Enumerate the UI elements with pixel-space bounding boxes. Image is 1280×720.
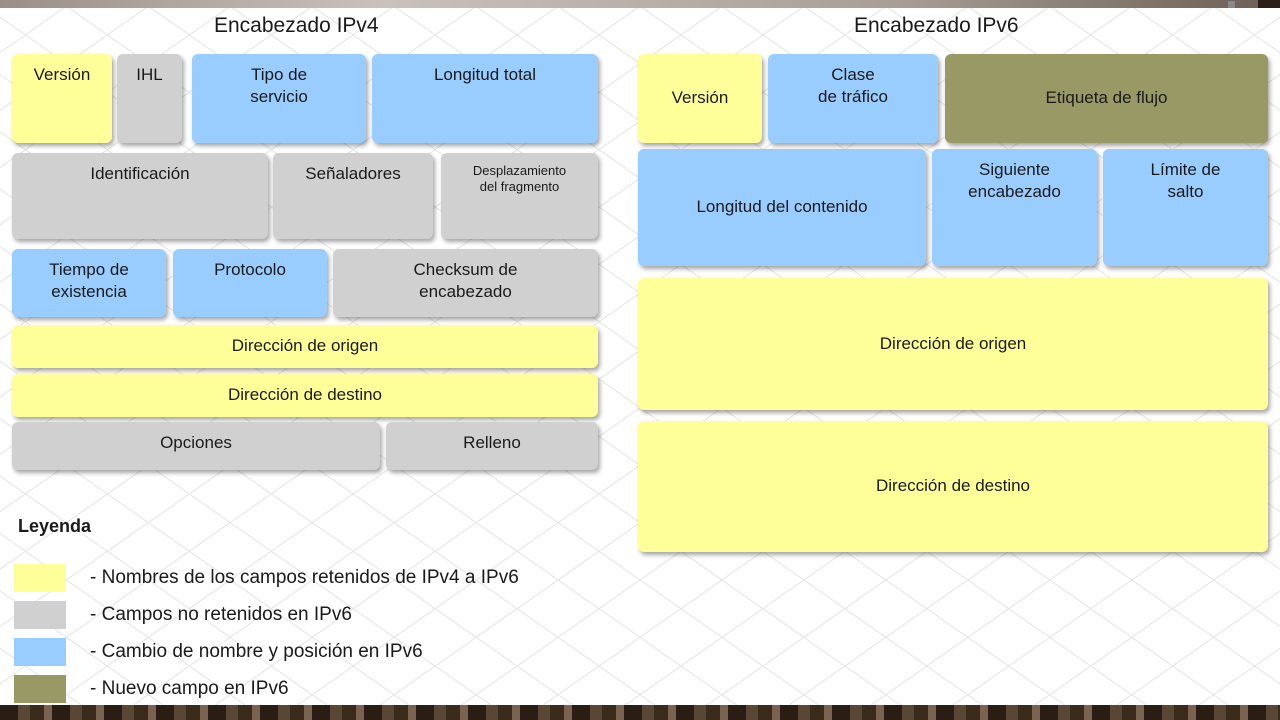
corner-mark — [1258, 0, 1280, 8]
ipv4-field-protocol: Protocolo — [173, 249, 327, 317]
ipv4-field-destination-address: Dirección de destino — [12, 374, 598, 417]
ipv4-field-identification: Identificación — [12, 153, 268, 239]
legend-swatch-new-field — [14, 675, 66, 703]
ipv4-field-options: Opciones — [12, 422, 380, 470]
legend-title: Leyenda — [18, 516, 92, 536]
ipv6-field-destination-address: Dirección de destino — [638, 421, 1268, 552]
top-border-strip — [0, 0, 1280, 8]
legend-label: - Campos no retenidos en IPv6 — [90, 604, 352, 625]
ipv4-field-total-length: Longitud total — [372, 54, 598, 143]
legend-label: - Nombres de los campos retenidos de IPv… — [90, 567, 519, 588]
legend-swatch-renamed — [14, 638, 66, 666]
ipv4-title: Encabezado IPv4 — [214, 14, 379, 37]
bottom-border-strip — [0, 705, 1280, 720]
ipv4-field-version: Versión — [12, 54, 112, 143]
legend-swatch-not-retained — [14, 601, 66, 629]
legend-label: - Nuevo campo en IPv6 — [90, 678, 289, 699]
ipv4-field-ihl: IHL — [117, 54, 182, 143]
legend-item: - Nuevo campo en IPv6 — [14, 675, 634, 705]
ipv6-field-flow-label: Etiqueta de flujo — [945, 54, 1268, 143]
ipv6-title: Encabezado IPv6 — [854, 14, 1019, 37]
legend-swatch-retained — [14, 564, 66, 592]
ipv6-field-payload-length: Longitud del contenido — [638, 149, 926, 266]
legend-item: - Nombres de los campos retenidos de IPv… — [14, 564, 634, 594]
legend-item: - Cambio de nombre y posición en IPv6 — [14, 638, 634, 668]
legend-item: - Campos no retenidos en IPv6 — [14, 601, 634, 631]
ipv4-field-padding: Relleno — [386, 422, 598, 470]
ipv6-field-source-address: Dirección de origen — [638, 278, 1268, 410]
legend-label: - Cambio de nombre y posición en IPv6 — [90, 641, 423, 662]
ipv4-field-flags: Señaladores — [273, 153, 433, 239]
ipv4-field-source-address: Dirección de origen — [12, 325, 598, 368]
ipv6-field-version: Versión — [638, 54, 762, 143]
corner-mark — [1228, 1, 1235, 8]
